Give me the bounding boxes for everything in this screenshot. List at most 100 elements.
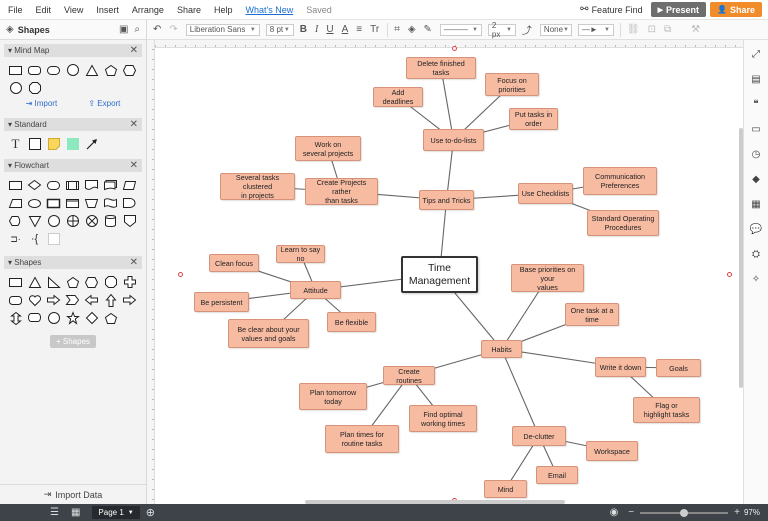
topic-flexible[interactable]: Be flexible xyxy=(327,312,376,332)
shape-trapezoid[interactable] xyxy=(82,194,101,212)
zoom-out-icon[interactable]: − xyxy=(628,507,635,518)
topic-clustered[interactable]: Several tasks clustered in projects xyxy=(220,173,295,200)
list-view-icon[interactable]: ☰ xyxy=(50,507,59,518)
layers-icon[interactable]: ◆ xyxy=(752,174,760,185)
topic-work[interactable]: Work on several projects xyxy=(295,136,361,161)
zoom-in-icon[interactable]: + xyxy=(734,507,740,518)
image-icon[interactable]: ▣ xyxy=(118,24,129,35)
shape-hexagon[interactable] xyxy=(120,61,139,79)
shape-connector[interactable] xyxy=(44,212,63,230)
theme-icon[interactable]: ⛭ xyxy=(752,249,760,260)
quote-icon[interactable]: ❝ xyxy=(753,99,759,110)
share-button[interactable]: 👤 Share xyxy=(710,2,762,17)
history-icon[interactable]: ◷ xyxy=(751,149,761,160)
connector-habits-declutter[interactable] xyxy=(500,348,540,437)
text-color-icon[interactable]: A xyxy=(341,24,349,35)
close-icon[interactable]: ✕ xyxy=(129,257,138,268)
close-icon[interactable]: ✕ xyxy=(129,119,138,130)
font-size-select[interactable]: 8 pt▼ xyxy=(265,23,294,36)
fill-color-icon[interactable]: ◈ xyxy=(407,24,416,35)
topic-writedown[interactable]: Write it down xyxy=(595,357,646,377)
text-tool-icon[interactable]: T xyxy=(11,136,20,151)
topic-routines[interactable]: Create routines xyxy=(383,366,435,385)
shape-circle[interactable] xyxy=(63,61,82,79)
feature-find[interactable]: ⚯ Feature Find xyxy=(580,4,642,15)
redo-icon[interactable]: ↷ xyxy=(169,24,178,35)
topic-oneatime[interactable]: One task at a time xyxy=(565,303,619,326)
sticky-note-icon[interactable] xyxy=(44,135,63,153)
more-shapes-button[interactable]: + Shapes xyxy=(50,335,96,348)
topic-checklists[interactable]: Use Checklists xyxy=(518,183,573,204)
close-icon[interactable]: ✕ xyxy=(129,45,138,56)
export-link[interactable]: ⇪ Export xyxy=(88,99,120,108)
shape-multi-document[interactable] xyxy=(101,176,120,194)
shape-rounded-rect[interactable] xyxy=(25,61,44,79)
grid-view-icon[interactable]: ▦ xyxy=(70,507,81,518)
arrow-right-2-shape[interactable] xyxy=(120,291,139,309)
whats-new-link[interactable]: What's New xyxy=(245,4,294,15)
arrow-line-icon[interactable] xyxy=(82,135,101,153)
topic-focus[interactable]: Focus on priorities xyxy=(485,73,539,96)
menu-edit[interactable]: Edit xyxy=(35,4,52,15)
shape-pentagon-2[interactable] xyxy=(101,309,120,327)
arrow-updown-shape[interactable] xyxy=(6,309,25,327)
collapse-panel-icon[interactable]: ⤢ xyxy=(752,49,760,60)
navigate-icon[interactable]: ◉ xyxy=(609,507,619,518)
section-shapes[interactable]: ▾ Shapes ✕ xyxy=(4,256,142,269)
zoom-slider[interactable] xyxy=(640,508,729,517)
shape-or[interactable] xyxy=(63,212,82,230)
topic-flag[interactable]: Flag or highlight tasks xyxy=(633,397,700,423)
topic-clear[interactable]: Be clear about your values and goals xyxy=(228,319,309,348)
menu-view[interactable]: View xyxy=(64,4,84,15)
shape-pill[interactable] xyxy=(44,61,63,79)
line-color-icon[interactable]: ✎ xyxy=(423,24,432,35)
arrow-up-shape[interactable] xyxy=(101,291,120,309)
shape-diamond[interactable] xyxy=(82,309,101,327)
central-topic[interactable]: Time Management xyxy=(401,256,478,293)
topic-deadlines[interactable]: Add deadlines xyxy=(373,87,423,107)
shape-hexagon-basic[interactable] xyxy=(82,273,101,291)
line-end-select[interactable]: —►▼ xyxy=(577,23,614,36)
shape-heart[interactable] xyxy=(25,291,44,309)
shape-terminator[interactable] xyxy=(44,176,63,194)
shape-data-slant[interactable] xyxy=(6,194,25,212)
underline-icon[interactable]: U xyxy=(326,24,334,35)
shape-display[interactable] xyxy=(6,212,25,230)
line-start-select[interactable]: None▼ xyxy=(539,23,572,36)
connector-todo-delete[interactable] xyxy=(440,67,455,141)
arrow-right-shape[interactable] xyxy=(44,291,63,309)
shape-filled-square[interactable] xyxy=(63,135,82,153)
shape-predefined[interactable] xyxy=(63,176,82,194)
line-type-icon[interactable]: ⤴ xyxy=(521,26,532,37)
shape-ellipse-wide[interactable] xyxy=(25,194,44,212)
topic-todo[interactable]: Use to-do-lists xyxy=(423,129,484,151)
undo-icon[interactable]: ↶ xyxy=(153,24,162,35)
menu-insert[interactable]: Insert xyxy=(96,4,119,15)
section-flowchart[interactable]: ▾ Flowchart ✕ xyxy=(4,159,142,172)
shape-database[interactable] xyxy=(101,212,120,230)
shape-style-icon[interactable]: ⌗ xyxy=(394,24,400,35)
line-width-select[interactable]: 2 px▼ xyxy=(487,21,516,39)
menu-help[interactable]: Help xyxy=(213,4,233,15)
shape-annotation[interactable]: ⊐· xyxy=(10,233,21,244)
shape-storage[interactable] xyxy=(44,194,63,212)
topic-sop[interactable]: Standard Operating Procedures xyxy=(587,210,659,236)
shape-circle-2[interactable] xyxy=(6,79,25,97)
shape-brace[interactable]: ·{ xyxy=(30,233,39,245)
shape-rect-thick[interactable] xyxy=(63,194,82,212)
shape-chevron[interactable] xyxy=(63,291,82,309)
shape-rounded[interactable] xyxy=(6,291,25,309)
import-data-button[interactable]: ⇥ Import Data xyxy=(0,484,146,504)
horizontal-scrollbar[interactable] xyxy=(305,500,565,504)
shape-decision[interactable] xyxy=(25,176,44,194)
shape-pentagon-basic[interactable] xyxy=(63,273,82,291)
shape-triangle-basic[interactable] xyxy=(25,273,44,291)
shape-callout[interactable] xyxy=(25,309,44,327)
topic-tips[interactable]: Tips and Tricks xyxy=(419,190,474,210)
page-icon[interactable]: ▤ xyxy=(751,74,761,85)
shape-rectangle[interactable] xyxy=(6,61,25,79)
lock-icon[interactable]: ⊡ xyxy=(647,24,657,35)
topic-habits[interactable]: Habits xyxy=(481,340,522,358)
section-standard[interactable]: ▾ Standard ✕ xyxy=(4,118,142,131)
